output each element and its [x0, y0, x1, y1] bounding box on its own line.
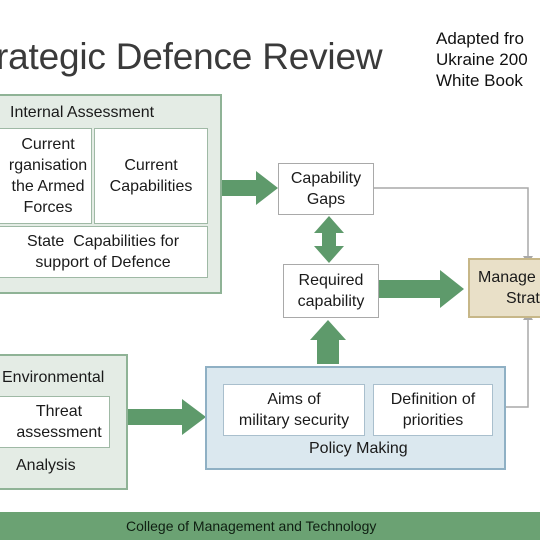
box-line: Capabilities [109, 178, 193, 195]
box-line: Strate [506, 290, 540, 307]
box-line: Required [298, 272, 364, 289]
footer-text: College of Management and Technology [126, 518, 377, 534]
box-line: Threat [35, 403, 83, 420]
box-line: Definition of [390, 391, 476, 408]
internal-assessment-label: Internal Assessment [10, 104, 155, 121]
armed-forces-box: Current rganisation the Armed Forces [0, 128, 92, 224]
definition-priorities-box: Definition of priorities [373, 384, 493, 436]
box-line: support of Defence [35, 254, 171, 271]
source-line: Ukraine 200 [436, 50, 528, 69]
source-note: Adapted fro Ukraine 200 White Book [436, 28, 528, 91]
source-line: Adapted fro [436, 29, 524, 48]
analysis-label: Analysis [16, 457, 76, 474]
arrow-policy-to-required [310, 320, 346, 364]
internal-assessment-group: Internal Assessment Current rganisation … [0, 94, 222, 294]
connector-gaps-to-strategy [372, 187, 529, 258]
connector-policy-to-strategy [502, 318, 529, 408]
state-capabilities-box: State Capabilities for support of Defenc… [0, 226, 208, 278]
box-line: State Capabilities for [26, 233, 180, 250]
management-strategy-box: Manage Strate [468, 258, 540, 318]
box-line: Capability [290, 170, 362, 187]
arrow-required-to-strategy [378, 270, 464, 308]
arrow-environmental-to-policy [126, 399, 206, 435]
aims-military-security-box: Aims of military security [223, 384, 365, 436]
footer-bar: College of Management and Technology [0, 512, 540, 540]
box-line: assessment [16, 424, 102, 441]
box-line: priorities [402, 412, 464, 429]
box-line: Aims of [267, 391, 321, 408]
policy-making-group: Aims of military security Definition of … [205, 366, 506, 470]
box-line: rganisation [8, 157, 88, 174]
policy-making-label: Policy Making [309, 440, 408, 457]
box-line: Forces [23, 199, 73, 216]
environmental-analysis-group: Environmental Threat assessment Analysis [0, 354, 128, 490]
box-line: Manage [478, 269, 536, 286]
box-line: capability [297, 293, 365, 310]
page-title: rategic Defence Review [0, 36, 383, 77]
arrow-gaps-required [314, 216, 344, 263]
threat-assessment-box: Threat assessment [0, 396, 110, 448]
box-line: Current [21, 136, 75, 153]
capability-gaps-box: Capability Gaps [278, 163, 374, 215]
box-line: the Armed [11, 178, 85, 195]
box-line: Current [124, 157, 178, 174]
box-line: Gaps [306, 191, 346, 208]
current-capabilities-box: Current Capabilities [94, 128, 208, 224]
box-line: military security [238, 412, 350, 429]
required-capability-box: Required capability [283, 264, 379, 318]
source-line: White Book [436, 71, 523, 90]
environmental-label: Environmental [2, 369, 105, 386]
arrow-internal-to-gaps [222, 171, 278, 205]
